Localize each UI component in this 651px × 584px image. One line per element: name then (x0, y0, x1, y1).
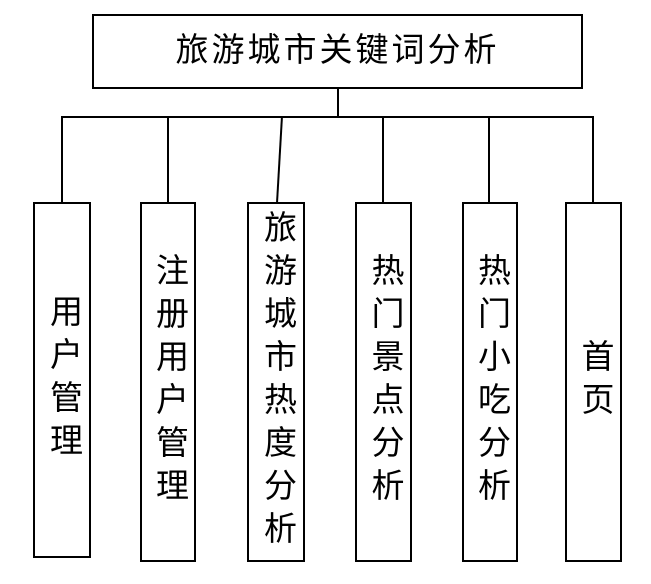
child-node-user-management: 用户管理 (33, 202, 91, 558)
child-node-popular-snacks-analysis: 热门小吃分析 (462, 202, 518, 562)
child-node-label: 注册用户管理 (150, 253, 187, 511)
child-node-home-page: 首页 (565, 202, 622, 562)
child-node-label: 热门景点分析 (366, 253, 402, 511)
child-node-label: 用户管理 (44, 294, 81, 466)
child-node-label: 首页 (576, 339, 612, 425)
child-node-registered-user-management: 注册用户管理 (140, 202, 196, 562)
root-node: 旅游城市关键词分析 (92, 14, 583, 89)
child-node-label: 热门小吃分析 (472, 253, 509, 511)
child-node-tourism-city-popularity-analysis: 旅游城市热度分析 (247, 202, 305, 562)
child-node-popular-attractions-analysis: 热门景点分析 (355, 202, 412, 562)
connector-drop-3 (276, 115, 283, 204)
child-node-label: 旅游城市热度分析 (258, 210, 295, 554)
root-node-label: 旅游城市关键词分析 (175, 33, 500, 69)
